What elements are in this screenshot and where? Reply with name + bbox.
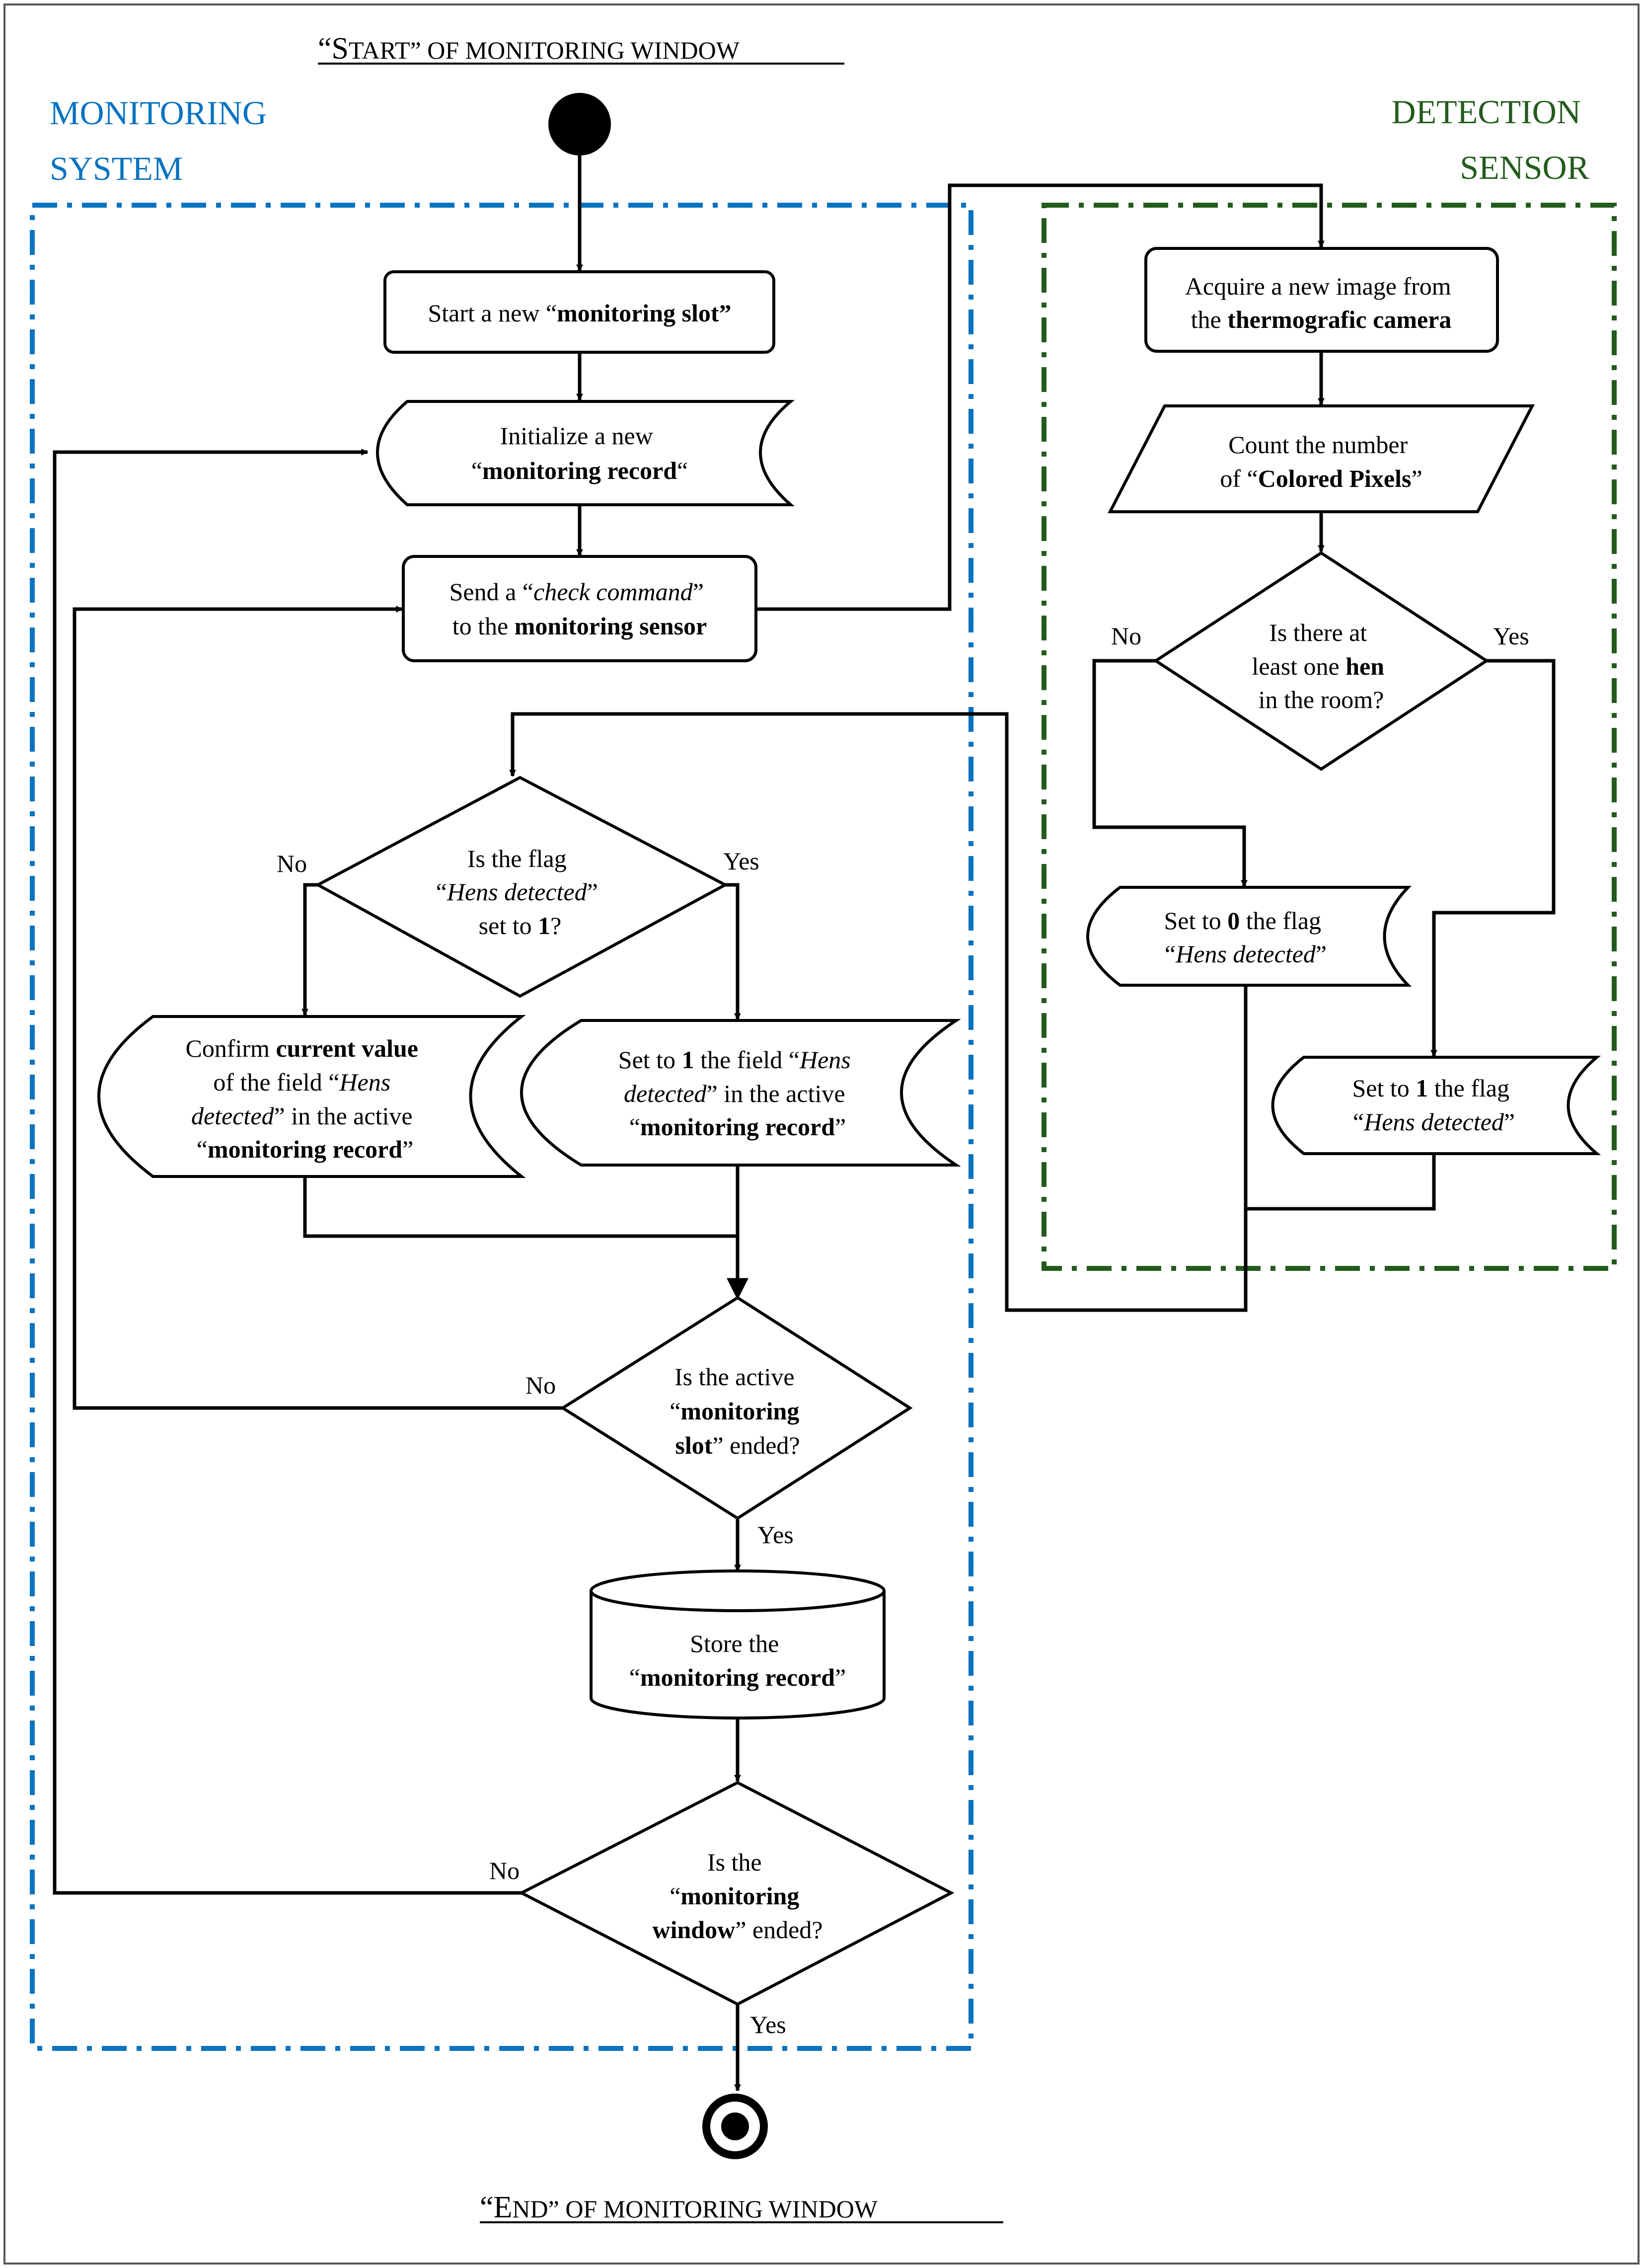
svg-text:Set to 1 the field “Hens: Set to 1 the field “Hens detected” in th…: [618, 1046, 857, 1141]
start-slot-box: Start a new “monitoring slot”: [383, 270, 775, 354]
flag-yes-label: Yes: [723, 847, 759, 875]
svg-text:Set to 1 the flag “Hens: Set to 1 the flag “Hens detected”: [1352, 1074, 1515, 1136]
hen-decision: Is there at least one hen in the room? N…: [1111, 551, 1529, 771]
svg-text:Send a “check command” t: Send a “check command” to the monitoring…: [449, 578, 710, 640]
svg-text:Is the active “monitorin: Is the active “monitoring slot” ended?: [670, 1363, 806, 1459]
start-node: [548, 93, 611, 156]
set-field-box: Set to 1 the field “Hens detected” in th…: [520, 1019, 961, 1167]
svg-text:Is the “monitoring: Is the “monitoring window” ended?: [652, 1848, 822, 1944]
svg-text:Store the “monitoring re: Store the “monitoring record”: [629, 1630, 846, 1691]
confirm-value-box: Confirm current value of the field “Hens…: [97, 1015, 526, 1178]
end-title: “END” OF MONITORING WINDOW: [480, 2190, 878, 2224]
connectors: [53, 156, 1556, 2092]
detection-sensor-region: [1042, 203, 1617, 1271]
flag-no-label: No: [277, 850, 307, 877]
slot-ended-decision: Is the active “monitoring slot” ended? N…: [525, 1296, 913, 1549]
hen-no-label: No: [1111, 622, 1141, 650]
send-check-box: Send a “check command” to the monitoring…: [402, 555, 757, 662]
count-pixels-parallelogram: Count the number of “Colored Pixels”: [1108, 404, 1535, 513]
svg-text:Set to 0 the flag “Hens: Set to 0 the flag “Hens detected”: [1164, 907, 1327, 968]
svg-text:Initialize a new “monito: Initialize a new “monitoring record“: [471, 422, 688, 484]
svg-text:Count the number of “Col: Count the number of “Colored Pixels”: [1220, 431, 1422, 492]
end-node: [702, 2094, 768, 2159]
slot-no-label: No: [525, 1371, 556, 1399]
svg-text:Is there at least one he: Is there at least one hen in the room?: [1252, 619, 1390, 713]
svg-text:Confirm current value of: Confirm current value of the field “Hens…: [186, 1034, 425, 1163]
start-title: “START” OF MONITORING WINDOW: [318, 32, 740, 66]
svg-text:Acquire a new image from: Acquire a new image from the thermografi…: [1185, 272, 1457, 333]
window-ended-decision: Is the “monitoring window” ended? No Yes: [489, 1781, 955, 2038]
svg-text:Is the flag “Hens detect: Is the flag “Hens detected” set to 1?: [436, 845, 604, 939]
svg-text:Start a new “monitoring slot”: Start a new “monitoring slot”: [428, 299, 731, 327]
store-record-database: Store the “monitoring record”: [590, 1569, 886, 1720]
window-yes-label: Yes: [750, 2011, 786, 2038]
monitoring-system-label: MONITORING SYSTEM: [50, 94, 275, 187]
set-one-box: Set to 1 the flag “Hens detected”: [1271, 1056, 1601, 1155]
flag-decision: Is the flag “Hens detected” set to 1? No…: [277, 776, 759, 998]
hen-yes-label: Yes: [1493, 622, 1529, 650]
set-zero-box: Set to 0 the flag “Hens detected”: [1086, 886, 1412, 987]
page-frame: [3, 3, 1640, 2265]
window-no-label: No: [489, 1857, 520, 1884]
acquire-image-box: Acquire a new image from the thermografi…: [1144, 247, 1499, 353]
init-record-box: Initialize a new “monitoring record“: [376, 400, 795, 506]
detection-sensor-label: DETECTION SENSOR: [1392, 93, 1590, 186]
slot-yes-label: Yes: [757, 1521, 794, 1549]
monitoring-system-region: [30, 203, 973, 2051]
